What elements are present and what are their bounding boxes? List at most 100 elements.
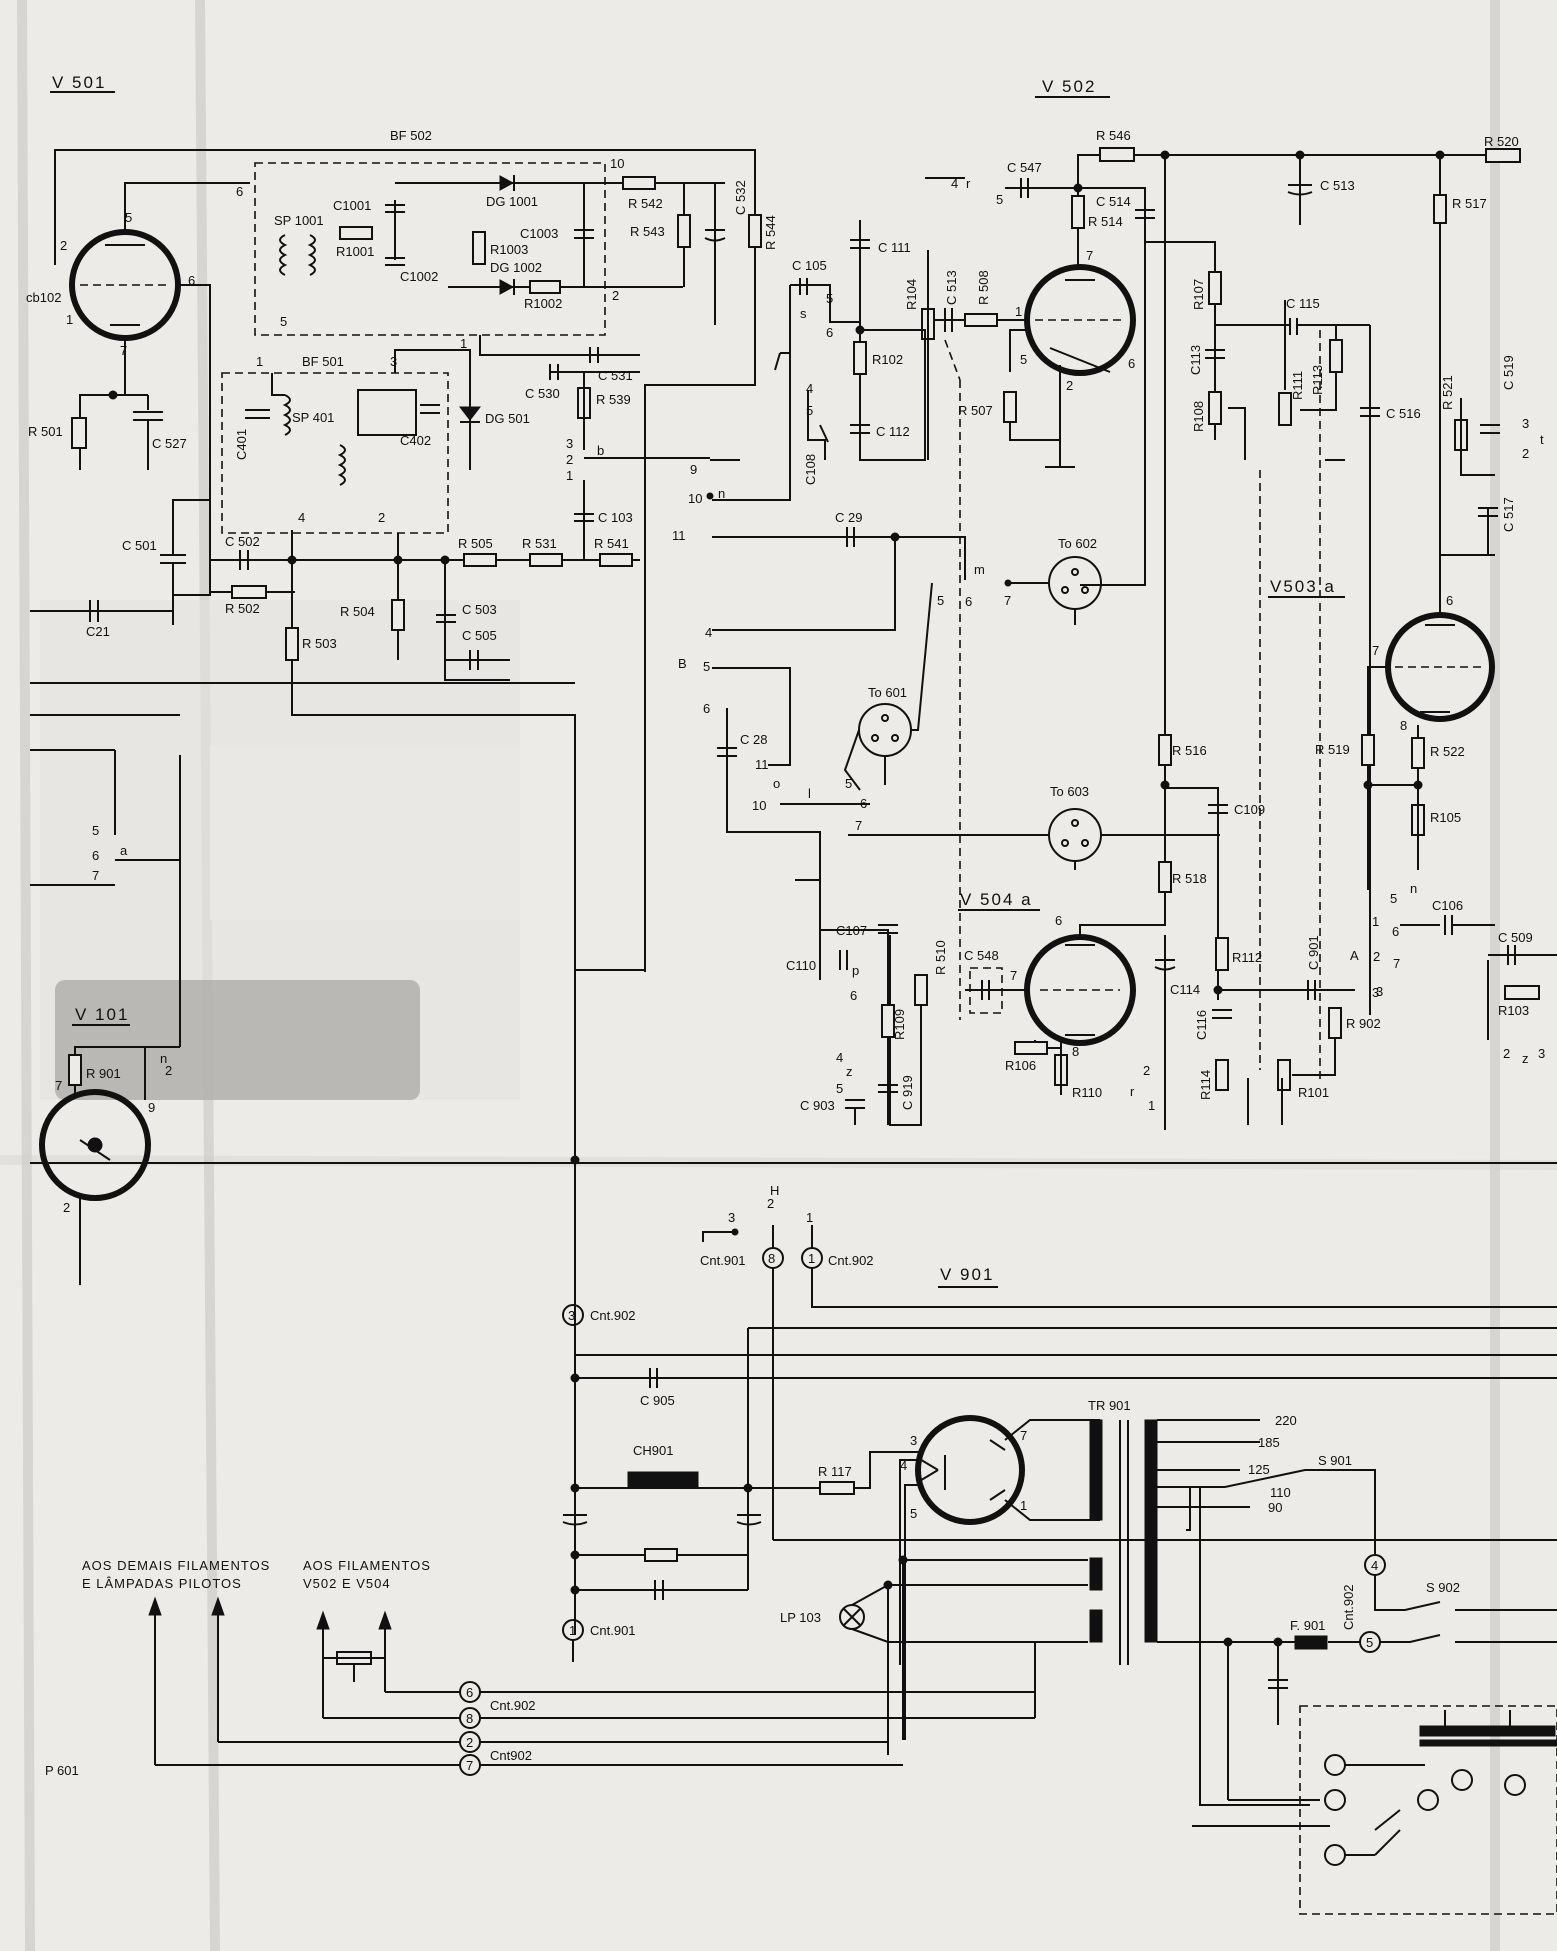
svg-text:11: 11 <box>755 757 769 772</box>
svg-text:C116: C116 <box>1194 1010 1209 1040</box>
svg-text:C 103: C 103 <box>598 510 633 525</box>
svg-text:C 517: C 517 <box>1501 497 1516 532</box>
svg-text:5: 5 <box>937 593 944 608</box>
svg-text:5: 5 <box>826 291 833 306</box>
svg-text:R108: R108 <box>1191 401 1206 432</box>
svg-text:Cnt.901: Cnt.901 <box>590 1623 636 1638</box>
c513-label: C 513 <box>1320 178 1355 193</box>
svg-text:n: n <box>718 486 725 501</box>
svg-text:R 503: R 503 <box>302 636 337 651</box>
svg-text:5: 5 <box>703 659 710 674</box>
svg-text:7: 7 <box>1020 1428 1027 1443</box>
svg-text:6: 6 <box>826 325 833 340</box>
svg-text:4: 4 <box>1371 1558 1378 1573</box>
svg-text:C1003: C1003 <box>520 226 558 241</box>
svg-text:C 903: C 903 <box>800 1098 835 1113</box>
svg-text:R 516: R 516 <box>1172 743 1207 758</box>
svg-text:1: 1 <box>1372 914 1379 929</box>
svg-text:C 530: C 530 <box>525 386 560 401</box>
svg-text:4: 4 <box>951 176 958 191</box>
svg-text:6: 6 <box>1446 593 1453 608</box>
svg-text:C108: C108 <box>803 454 818 485</box>
svg-text:10: 10 <box>610 156 624 171</box>
svg-text:R101: R101 <box>1298 1085 1329 1100</box>
v101-section: V 101 7 9 2 R 901 5 6 a 7 2 n <box>30 682 1557 1285</box>
svg-text:R 508: R 508 <box>976 270 991 305</box>
svg-text:6: 6 <box>188 273 195 288</box>
svg-text:Cnt.902: Cnt.902 <box>490 1698 536 1713</box>
svg-text:R 501: R 501 <box>28 424 63 439</box>
svg-text:A: A <box>1350 948 1359 963</box>
svg-text:R 542: R 542 <box>628 196 663 211</box>
svg-text:3: 3 <box>728 1210 735 1225</box>
svg-text:8: 8 <box>466 1711 473 1726</box>
svg-text:2: 2 <box>378 510 385 525</box>
svg-text:C 547: C 547 <box>1007 160 1042 175</box>
svg-text:To 601: To 601 <box>868 685 907 700</box>
svg-text:Cnt.901: Cnt.901 <box>700 1253 746 1268</box>
svg-text:6: 6 <box>1055 913 1062 928</box>
svg-text:R 544: R 544 <box>763 215 778 250</box>
svg-text:R114: R114 <box>1198 1070 1213 1100</box>
bf501-section: BF 501 1 3 SP 401 C401 C402 DG 501 4 2 R… <box>221 349 640 681</box>
svg-text:t: t <box>1540 432 1544 447</box>
svg-text:11: 11 <box>672 528 686 543</box>
svg-text:2: 2 <box>165 1063 172 1078</box>
svg-text:5: 5 <box>910 1506 917 1521</box>
svg-text:R 521: R 521 <box>1440 375 1455 410</box>
svg-text:4: 4 <box>705 625 712 640</box>
svg-text:V 901: V 901 <box>940 1265 994 1284</box>
svg-text:R 539: R 539 <box>596 392 631 407</box>
svg-text:a: a <box>120 843 128 858</box>
svg-text:90: 90 <box>1268 1500 1282 1515</box>
svg-text:2: 2 <box>767 1196 774 1211</box>
svg-text:R 901: R 901 <box>86 1066 121 1081</box>
svg-text:R106: R106 <box>1005 1058 1036 1073</box>
svg-text:C 531: C 531 <box>598 368 633 383</box>
svg-text:220: 220 <box>1275 1413 1297 1428</box>
svg-text:8: 8 <box>768 1251 775 1266</box>
svg-text:7: 7 <box>55 1078 62 1093</box>
svg-text:7: 7 <box>1004 593 1011 608</box>
svg-text:R 505: R 505 <box>458 536 493 551</box>
svg-text:6: 6 <box>1392 924 1399 939</box>
svg-text:S 901: S 901 <box>1318 1453 1352 1468</box>
svg-text:C 501: C 501 <box>122 538 157 553</box>
svg-text:R 546: R 546 <box>1096 128 1131 143</box>
svg-text:C 901: C 901 <box>1306 935 1321 970</box>
svg-text:Cnt.902: Cnt.902 <box>828 1253 874 1268</box>
svg-text:C106: C106 <box>1432 898 1463 913</box>
svg-text:7: 7 <box>1010 968 1017 983</box>
svg-text:10: 10 <box>688 491 702 506</box>
svg-text:6: 6 <box>860 796 867 811</box>
svg-text:AOS FILAMENTOS: AOS FILAMENTOS <box>303 1558 431 1573</box>
svg-text:R104: R104 <box>904 279 919 310</box>
svg-text:2: 2 <box>63 1200 70 1215</box>
svg-text:5: 5 <box>92 823 99 838</box>
svg-text:DG 1002: DG 1002 <box>490 260 542 275</box>
svg-text:1: 1 <box>808 1251 815 1266</box>
svg-text:R113: R113 <box>1310 365 1325 395</box>
svg-text:m: m <box>974 562 985 577</box>
svg-text:125: 125 <box>1248 1462 1270 1477</box>
svg-text:3: 3 <box>1522 416 1529 431</box>
svg-text:5: 5 <box>1020 352 1027 367</box>
svg-text:9: 9 <box>690 462 697 477</box>
svg-text:R 522: R 522 <box>1430 744 1465 759</box>
svg-text:R 519: R 519 <box>1315 742 1350 757</box>
svg-text:5: 5 <box>280 314 287 329</box>
svg-text:C 513: C 513 <box>944 270 959 305</box>
svg-text:C 111: C 111 <box>878 240 911 255</box>
cb102-label: cb102 <box>26 290 61 305</box>
svg-text:R102: R102 <box>872 352 903 367</box>
svg-text:1: 1 <box>806 1210 813 1225</box>
svg-text:P 601: P 601 <box>45 1763 79 1778</box>
svg-text:6: 6 <box>236 184 243 199</box>
svg-text:r: r <box>1130 1084 1135 1099</box>
svg-text:C114: C114 <box>1170 982 1200 997</box>
svg-text:1: 1 <box>1148 1098 1155 1113</box>
svg-text:C 28: C 28 <box>740 732 767 747</box>
svg-text:7: 7 <box>1372 643 1379 658</box>
svg-text:5: 5 <box>996 192 1003 207</box>
